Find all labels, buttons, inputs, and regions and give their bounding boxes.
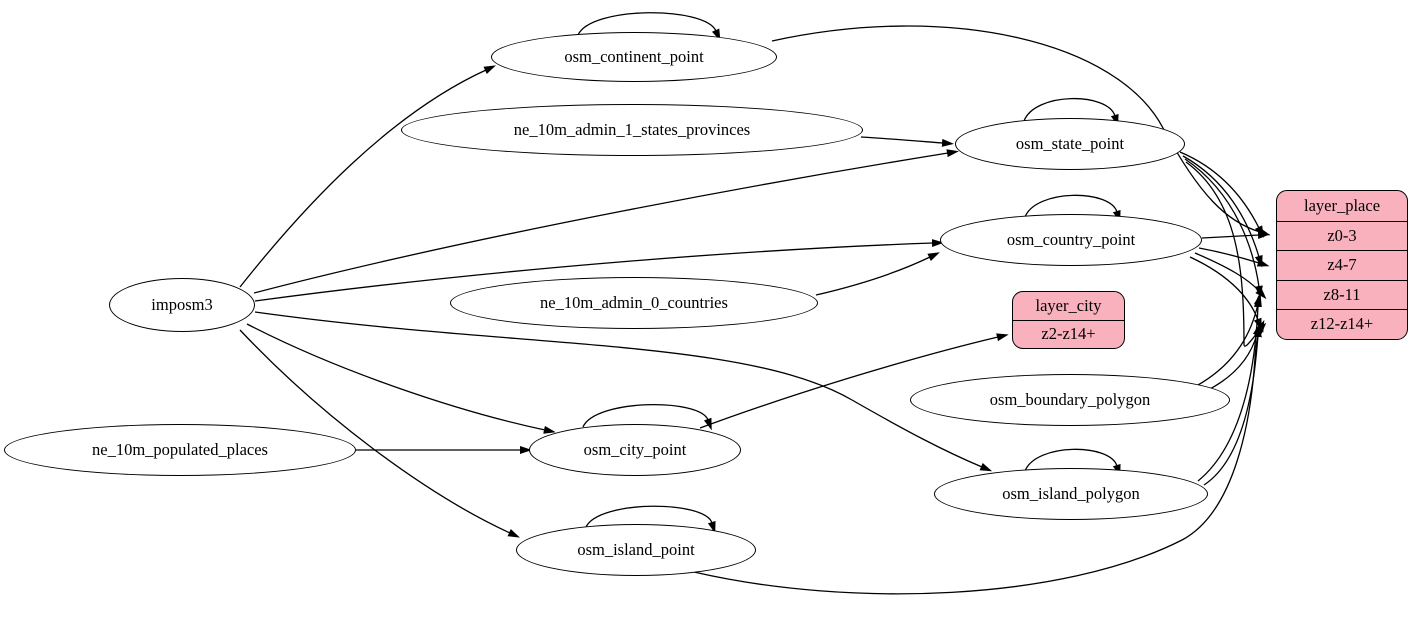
node-imposm3: imposm3: [109, 278, 255, 332]
record-layer-place-row-z12-z14: z12-z14+: [1277, 309, 1407, 339]
edge-ne_10m_admin_1_states_provinces--osm_state_point: [860, 136, 954, 147]
record-layer-city-row-z2-z14: z2-z14+: [1013, 319, 1124, 348]
edge-osm_island_polygon--layer_place:z12-z14+: [1203, 325, 1262, 486]
edge-osm_state_point--layer_place:z0-3: [1179, 151, 1264, 238]
record-layer-city-title: layer_city: [1035, 295, 1102, 315]
edge-osm_island_point--layer_place:z12-z14+: [693, 319, 1265, 595]
record-layer-place: layer_place z0-3 z4-7 z8-11 z12-z14+: [1276, 190, 1408, 340]
node-osm-island-polygon: osm_island_polygon: [934, 468, 1208, 520]
edge-osm_boundary_polygon--layer_place:z8-11: [1197, 293, 1262, 386]
node-osm-state-point: osm_state_point: [955, 118, 1185, 170]
edge-osm_continent_point--osm_continent_point: [577, 12, 721, 42]
node-ne-10m-populated-places: ne_10m_populated_places: [4, 424, 356, 476]
edge-imposm3--osm_island_polygon: [254, 311, 993, 472]
edge-osm_country_point--osm_country_point: [1024, 194, 1121, 223]
edge-osm_country_point--layer_place:z4-7: [1198, 247, 1270, 267]
edge-osm_country_point--layer_place:z0-3: [1201, 231, 1270, 240]
edge-osm_continent_point--layer_place:z0-3: [771, 25, 1271, 236]
edge-imposm3--osm_country_point: [254, 239, 944, 302]
edge-osm_state_point--layer_place:z4-7: [1182, 155, 1263, 268]
edge-osm_city_point--layer_city:z2-z14+: [699, 333, 1009, 429]
record-layer-place-row-z4-7: z4-7: [1277, 250, 1407, 280]
edge-imposm3--osm_city_point: [246, 323, 556, 434]
edge-osm_country_point--layer_place:z8-11: [1194, 252, 1267, 300]
node-ne-10m-admin-1-states-provinces: ne_10m_admin_1_states_provinces: [401, 104, 863, 156]
edge-osm_state_point--layer_place:z12-z14+: [1185, 161, 1267, 347]
node-osm-country-point: osm_country_point: [940, 214, 1202, 266]
edge-osm_state_point--osm_state_point: [1023, 97, 1119, 127]
edge-ne_10m_admin_0_countries--osm_country_point: [815, 252, 940, 296]
record-layer-place-row-z8-11: z8-11: [1277, 279, 1407, 310]
node-osm-island-point: osm_island_point: [516, 524, 756, 576]
edge-imposm3--osm_continent_point: [239, 65, 496, 288]
node-osm-continent-point: osm_continent_point: [491, 32, 777, 82]
edge-osm_island_polygon--osm_island_polygon: [1024, 448, 1121, 477]
node-osm-city-point: osm_city_point: [529, 424, 741, 476]
edge-imposm3--osm_state_point: [253, 149, 959, 294]
node-ne-10m-admin-0-countries: ne_10m_admin_0_countries: [450, 277, 818, 329]
edge-osm_city_point--osm_city_point: [582, 403, 712, 431]
node-osm-boundary-polygon: osm_boundary_polygon: [910, 374, 1230, 426]
record-layer-place-row-z0-3: z0-3: [1277, 220, 1407, 251]
record-layer-place-title: layer_place: [1303, 195, 1381, 215]
edge-osm_state_point--layer_place:z8-11: [1184, 158, 1263, 298]
edge-imposm3--osm_island_point: [239, 329, 520, 538]
record-layer-city: layer_city z2-z14+: [1012, 291, 1125, 349]
edge-osm_island_point--osm_island_point: [585, 505, 716, 534]
